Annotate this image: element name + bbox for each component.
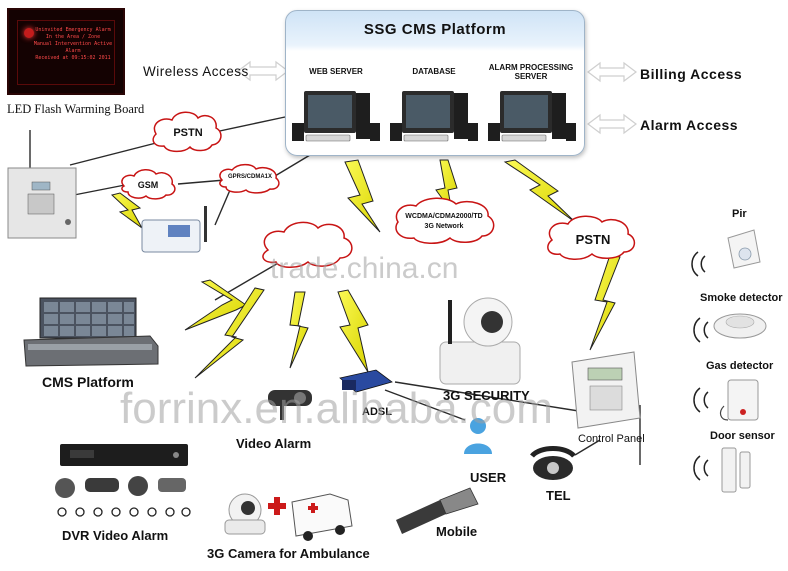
bolt-cloud-dvr <box>194 287 265 379</box>
alarm-access-label: Alarm Access <box>640 117 739 133</box>
3g-security-label: 3G SECURITY <box>443 388 530 403</box>
smoke-label: Smoke detector <box>700 292 783 304</box>
3g-camera-icon <box>439 297 521 385</box>
plus-icon <box>268 497 286 515</box>
wired-connections <box>29 116 641 465</box>
video-wall-icon <box>23 297 159 367</box>
platform-title: SSG CMS Platform <box>363 21 507 38</box>
pstn-cloud-right <box>547 215 636 260</box>
gas-detector-icon <box>719 379 759 421</box>
line-adsl-panel <box>394 381 586 413</box>
line-panel-tel <box>574 439 601 456</box>
led-line-1: Uninvited Emergency Alarm <box>35 27 111 33</box>
computer-icon <box>390 91 478 142</box>
gsm-cloud <box>121 169 176 200</box>
door-label: Door sensor <box>710 430 775 442</box>
adsl-label: ADSL <box>362 406 392 418</box>
server-label-db: DATABASE <box>412 67 456 76</box>
door-sensor-icon <box>721 447 751 493</box>
server-label-web: WEB SERVER <box>309 67 363 76</box>
video-alarm-label: Video Alarm <box>236 436 312 451</box>
gprs-cloud <box>219 163 280 194</box>
billing-access-arrow <box>587 61 637 83</box>
camera-icon <box>55 476 186 498</box>
wireless-access-label: Wireless Access <box>143 64 249 79</box>
bolt-cloud-adsl <box>337 289 369 373</box>
pir-label: Pir <box>732 208 747 220</box>
bolt-cloud-cms <box>184 279 247 331</box>
keypad-icon <box>571 351 641 429</box>
cable-row-icon <box>57 507 191 517</box>
smoke-detector-icon <box>713 313 767 339</box>
line-pstn-platform <box>214 116 286 133</box>
alarm-access-arrow <box>587 113 637 135</box>
led-line-4: Received at 09:15:02 2011 <box>35 55 111 61</box>
dvr-icon <box>60 444 188 466</box>
gas-label: Gas detector <box>706 360 774 372</box>
wcdma-label: WCDMA/CDMA2000/TD 3G Network <box>405 213 483 230</box>
pstn-left-label: PSTN <box>173 127 203 139</box>
access-arrows <box>237 60 637 135</box>
line-wireless-device <box>214 189 231 226</box>
signal-waves-icon <box>691 251 709 481</box>
pir-sensor-icon <box>727 229 761 269</box>
line-gprs-platform <box>274 154 311 177</box>
wireless-links <box>110 159 621 379</box>
gprs-label: GPRS/CDMA1X <box>227 174 272 180</box>
billing-access-label: Billing Access <box>640 66 743 82</box>
watermark-top: trade.china.cn <box>270 252 459 285</box>
bolt-platform-pstn <box>503 159 576 223</box>
mobile-phone-icon <box>396 487 479 534</box>
alarm-panel-icon <box>7 167 77 239</box>
telephone-icon <box>530 446 576 480</box>
cms-platform-box: SSG CMS Platform WEB SERVER DATABASE ALA… <box>285 10 585 156</box>
server-label-alarm: ALARM PROCESSING SERVER <box>488 63 574 81</box>
user-icon <box>464 418 492 454</box>
ambulance-label: 3G Camera for Ambulance <box>207 546 370 561</box>
wireless-alarm-host-icon <box>141 206 207 253</box>
router-icon <box>339 369 393 393</box>
dvr-label: DVR Video Alarm <box>62 528 169 543</box>
bolt-cloud-video <box>289 291 309 369</box>
user-label: USER <box>470 470 507 485</box>
mobile-label: Mobile <box>436 524 478 539</box>
tel-label: TEL <box>546 488 571 503</box>
ambulance-icon <box>291 493 353 541</box>
gsm-label: GSM <box>137 180 159 190</box>
led-line-3: Manual Intervention Active Alarm <box>33 41 113 54</box>
led-line-2: In the Area / Zone <box>45 34 101 40</box>
led-flash-board: Uninvited Emergency Alarm In the Area / … <box>7 8 125 95</box>
camera-icon <box>224 493 266 535</box>
pstn-cloud-left <box>152 111 222 153</box>
alarm-light-icon <box>24 28 34 38</box>
security-camera-icon <box>268 390 312 420</box>
center-cloud <box>262 221 353 268</box>
bolt-cloud-gsm-device <box>110 192 143 229</box>
wcdma-cloud <box>395 197 495 244</box>
bolt-platform-center <box>344 159 381 233</box>
control-panel-label: Control Panel <box>578 433 645 445</box>
line-panel-gsm <box>73 184 126 196</box>
bolt-pstn-panel <box>589 254 621 351</box>
line-adsl-user <box>384 389 466 421</box>
led-board-label: LED Flash Warming Board <box>7 102 145 116</box>
cms-platform-label: CMS Platform <box>42 374 134 390</box>
line-panel-pstn <box>69 141 161 166</box>
line-gsm-gprs <box>177 179 226 185</box>
watermark-bottom: forrinx.en.alibaba.com <box>120 384 553 433</box>
server-workstations <box>292 91 576 142</box>
computer-icon <box>292 91 380 142</box>
computer-icon <box>488 91 576 142</box>
pstn-right-label: PSTN <box>575 232 611 247</box>
